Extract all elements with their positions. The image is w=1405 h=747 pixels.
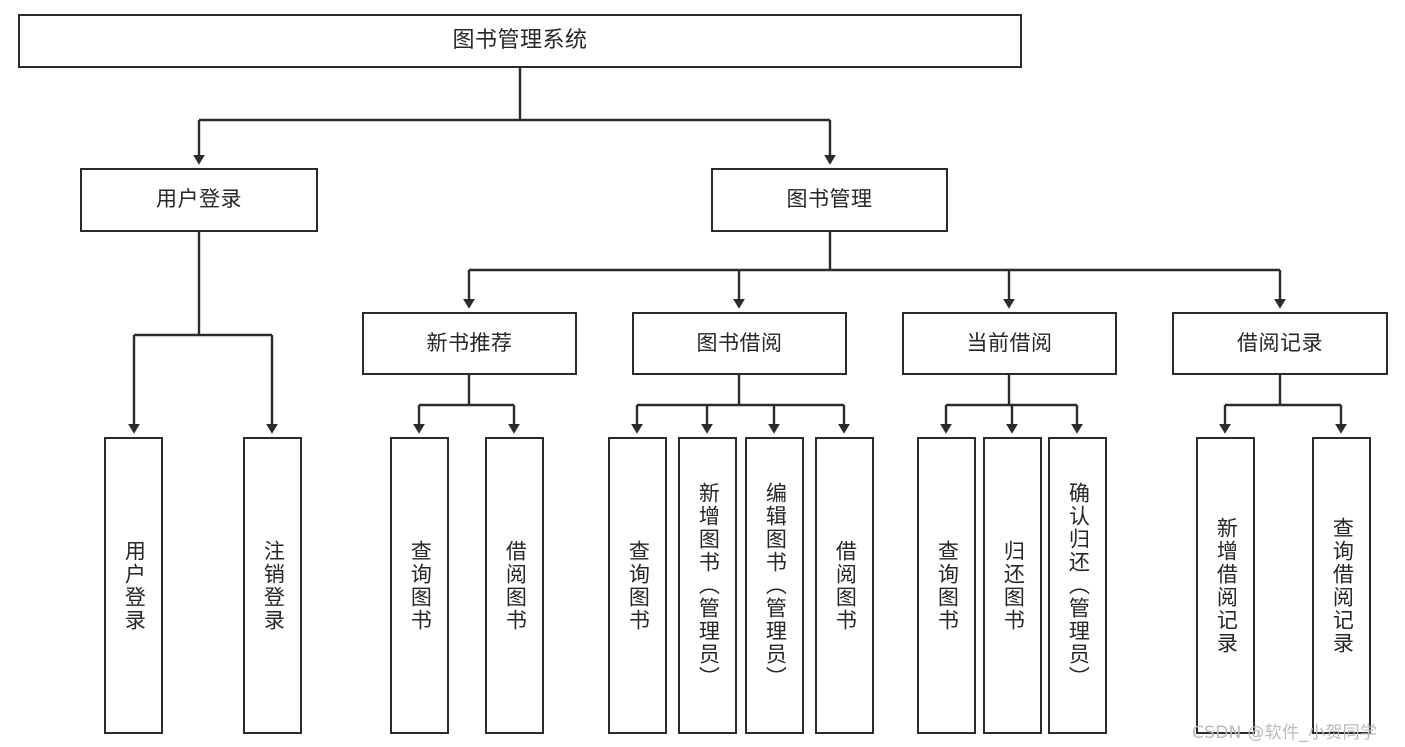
node-leaf-query-record-label: 查询借阅记录 (1330, 516, 1355, 655)
node-book-borrow-label: 图书借阅 (696, 330, 783, 355)
node-leaf-borrow-book-rec-label: 借阅图书 (503, 539, 528, 632)
node-leaf-query-book-cb-label: 查询图书 (935, 539, 960, 632)
node-leaf-query-book-cb[interactable]: 查询图书 (917, 437, 976, 734)
node-leaf-edit-book-label: 编辑图书（管理员） (763, 482, 788, 689)
node-user-login-label: 用户登录 (156, 187, 242, 212)
node-leaf-query-book-rec[interactable]: 查询图书 (390, 437, 449, 734)
node-user-login[interactable]: 用户登录 (80, 168, 318, 232)
node-leaf-borrow-book-bb[interactable]: 借阅图书 (815, 437, 874, 734)
node-leaf-query-book-bb-label: 查询图书 (626, 539, 651, 632)
node-leaf-return-book[interactable]: 归还图书 (983, 437, 1042, 734)
node-new-book-rec[interactable]: 新书推荐 (362, 312, 577, 375)
node-root[interactable]: 图书管理系统 (18, 14, 1022, 68)
node-book-manage-label: 图书管理 (786, 187, 873, 212)
node-leaf-confirm-return[interactable]: 确认归还（管理员） (1048, 437, 1107, 734)
node-book-borrow[interactable]: 图书借阅 (632, 312, 847, 375)
node-leaf-add-book-label: 新增图书（管理员） (696, 482, 721, 689)
node-leaf-add-book[interactable]: 新增图书（管理员） (678, 437, 737, 734)
csdn-watermark: CSDN @软件_小贺同学 (1192, 723, 1378, 743)
node-leaf-user-logout[interactable]: 注销登录 (243, 437, 302, 734)
node-leaf-query-book-bb[interactable]: 查询图书 (608, 437, 667, 734)
node-book-manage[interactable]: 图书管理 (711, 168, 948, 232)
node-leaf-add-record-label: 新增借阅记录 (1214, 516, 1239, 655)
node-borrow-record-label: 借阅记录 (1237, 330, 1323, 355)
node-leaf-user-login-label: 用户登录 (122, 539, 147, 632)
node-new-book-rec-label: 新书推荐 (426, 330, 513, 355)
node-current-borrow-label: 当前借阅 (966, 330, 1053, 355)
node-leaf-query-book-rec-label: 查询图书 (408, 539, 433, 632)
node-leaf-user-login[interactable]: 用户登录 (104, 437, 163, 734)
node-current-borrow[interactable]: 当前借阅 (902, 312, 1117, 375)
node-leaf-confirm-return-label: 确认归还（管理员） (1066, 482, 1091, 689)
node-borrow-record[interactable]: 借阅记录 (1172, 312, 1388, 375)
node-leaf-edit-book[interactable]: 编辑图书（管理员） (745, 437, 804, 734)
node-leaf-return-book-label: 归还图书 (1001, 539, 1026, 632)
node-root-label: 图书管理系统 (452, 27, 588, 53)
node-leaf-query-record[interactable]: 查询借阅记录 (1312, 437, 1371, 734)
node-leaf-borrow-book-rec[interactable]: 借阅图书 (485, 437, 544, 734)
node-leaf-user-logout-label: 注销登录 (261, 539, 286, 632)
node-leaf-add-record[interactable]: 新增借阅记录 (1196, 437, 1255, 734)
node-leaf-borrow-book-bb-label: 借阅图书 (833, 539, 858, 632)
